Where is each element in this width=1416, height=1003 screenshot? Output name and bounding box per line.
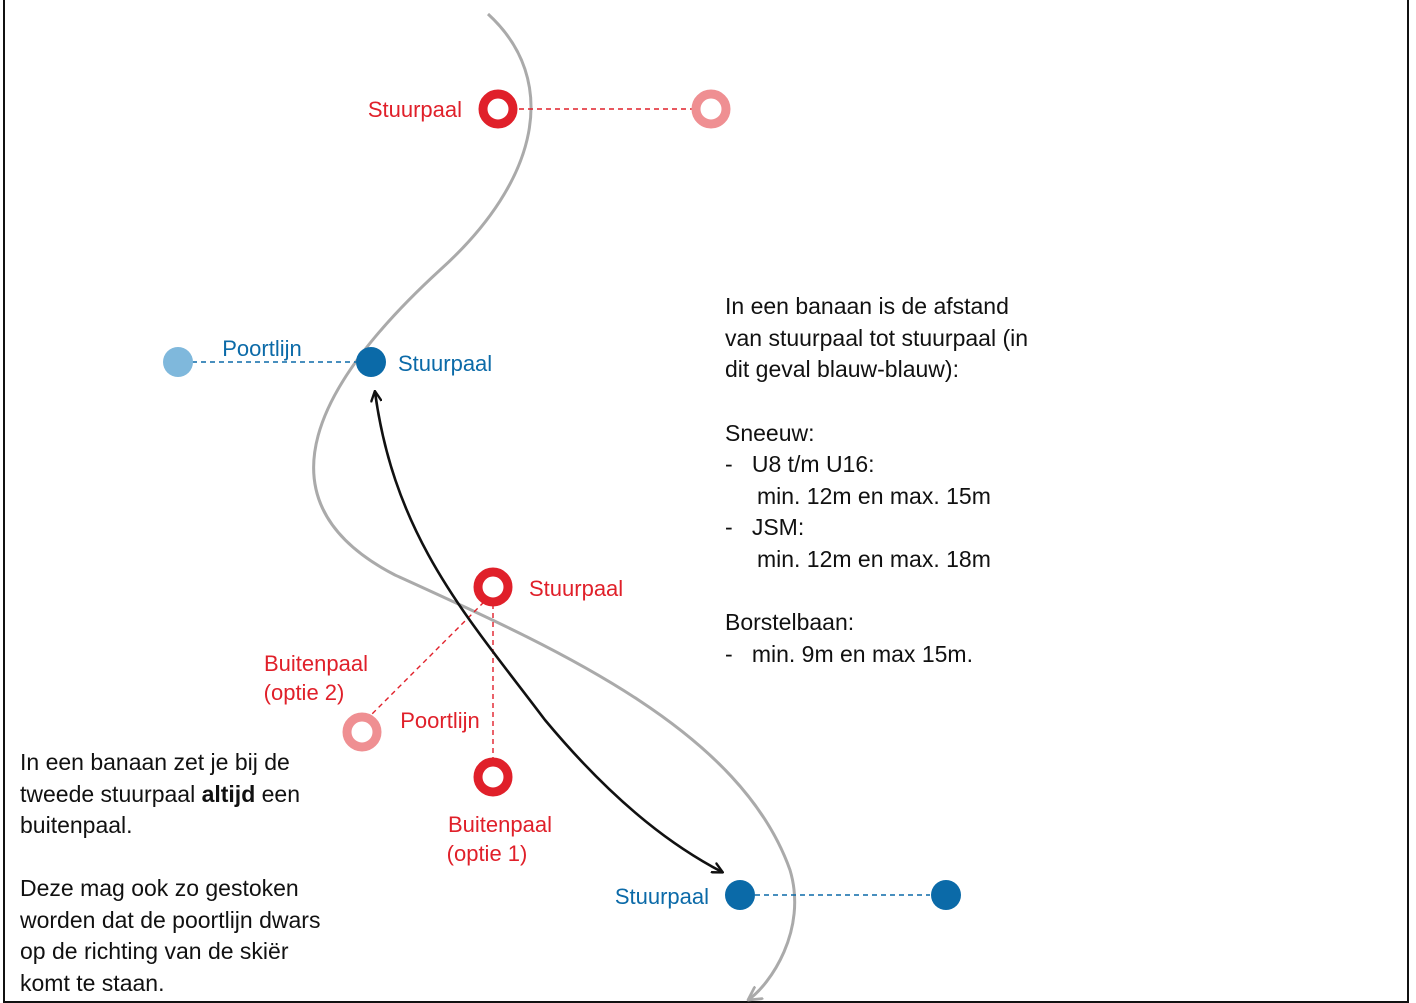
blue-outer-marker-upper bbox=[163, 347, 193, 377]
poortlijn-option-2 bbox=[369, 601, 485, 717]
snow-item-2-line-2: min. 12m en max. 18m bbox=[725, 546, 991, 572]
snow-item-1-line-1: - U8 t/m U16: bbox=[725, 451, 875, 477]
buitenpaal-optie-1-marker bbox=[473, 757, 513, 797]
left-p1-line-1: In een banaan zet je bij de bbox=[20, 749, 290, 775]
label-poortlijn-blue: Poortlijn bbox=[222, 336, 301, 361]
blue-outer-marker-lower bbox=[931, 880, 961, 910]
mid-red-stuurpaal-marker bbox=[473, 567, 513, 607]
left-p2-line-4: komt te staan. bbox=[20, 970, 165, 996]
frame-border bbox=[3, 0, 1409, 1003]
label-stuurpaal-blue-upper: Stuurpaal bbox=[398, 351, 492, 376]
left-p2-line-3: op de richting van de skiër bbox=[20, 938, 289, 964]
label-buitenpaal-optie-1-line1: Buitenpaal bbox=[448, 812, 552, 837]
label-buitenpaal-optie-2-line1: Buitenpaal bbox=[264, 651, 368, 676]
intro-line-3: dit geval blauw-blauw): bbox=[725, 356, 959, 382]
distance-arrow bbox=[375, 392, 722, 872]
top-red-stuurpaal-marker bbox=[478, 89, 518, 129]
snow-item-1-line-2: min. 12m en max. 15m bbox=[725, 483, 991, 509]
intro-line-2: van stuurpaal tot stuurpaal (in bbox=[725, 325, 1029, 351]
left-p1-line-2-pre: tweede stuurpaal bbox=[20, 781, 202, 807]
label-buitenpaal-optie-2-line2: (optie 2) bbox=[264, 680, 345, 705]
label-poortlijn-red: Poortlijn bbox=[400, 708, 479, 733]
snow-heading: Sneeuw: bbox=[725, 420, 815, 446]
intro-line-1: In een banaan is de afstand bbox=[725, 293, 1009, 319]
left-p1-line-2: tweede stuurpaal altijd een bbox=[20, 779, 300, 811]
label-stuurpaal-blue-lower: Stuurpaal bbox=[615, 884, 709, 909]
top-red-outer-marker bbox=[691, 89, 731, 129]
brush-heading: Borstelbaan: bbox=[725, 609, 855, 635]
label-buitenpaal-optie-1-line2: (optie 1) bbox=[447, 841, 528, 866]
left-p2-line-1: Deze mag ook zo gestoken bbox=[20, 875, 299, 901]
skier-trajectory-line bbox=[312, 12, 797, 1000]
left-p1-line-3: buitenpaal. bbox=[20, 812, 133, 838]
altijd-emphasis: altijd bbox=[201, 781, 256, 807]
blue-stuurpaal-marker-upper bbox=[356, 347, 386, 377]
snow-item-2-line-1: - JSM: bbox=[725, 514, 805, 540]
blue-stuurpaal-marker-lower bbox=[725, 880, 755, 910]
label-stuurpaal-top: Stuurpaal bbox=[368, 97, 462, 122]
left-p2-line-2: worden dat de poortlijn dwars bbox=[20, 907, 321, 933]
label-stuurpaal-mid: Stuurpaal bbox=[529, 576, 623, 601]
brush-item-1: - min. 9m en max 15m. bbox=[725, 641, 973, 667]
left-p1-line-2-post: een bbox=[255, 781, 301, 807]
buitenpaal-optie-2-marker bbox=[342, 712, 382, 752]
